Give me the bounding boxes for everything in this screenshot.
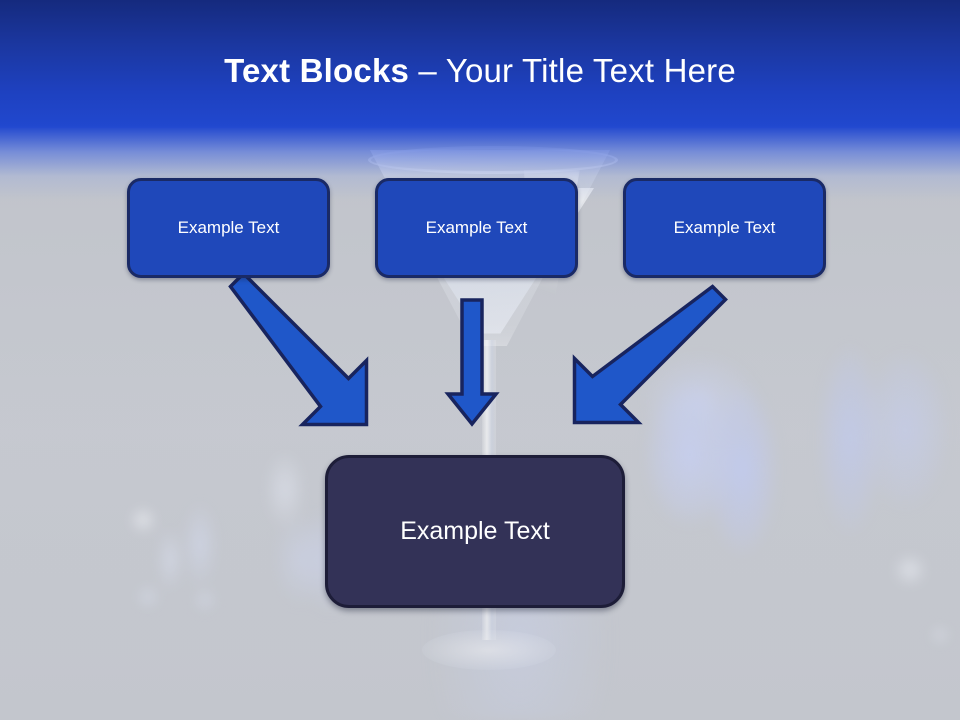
page-title: Text Blocks – Your Title Text Here — [0, 52, 960, 90]
text-block-1-label: Example Text — [177, 218, 280, 237]
header-band — [0, 0, 960, 128]
text-block-1[interactable]: Example Text — [127, 178, 330, 278]
title-separator: – — [409, 52, 446, 89]
result-text-block[interactable]: Example Text — [325, 455, 625, 608]
title-light-part: Your Title Text Here — [445, 52, 736, 89]
text-block-3-label: Example Text — [673, 218, 776, 237]
result-text-block-label: Example Text — [400, 517, 550, 545]
title-strong-part: Text Blocks — [224, 52, 410, 89]
text-block-3[interactable]: Example Text — [623, 178, 826, 278]
glass-foot — [422, 630, 556, 670]
text-block-2-label: Example Text — [425, 218, 528, 237]
text-block-2[interactable]: Example Text — [375, 178, 578, 278]
